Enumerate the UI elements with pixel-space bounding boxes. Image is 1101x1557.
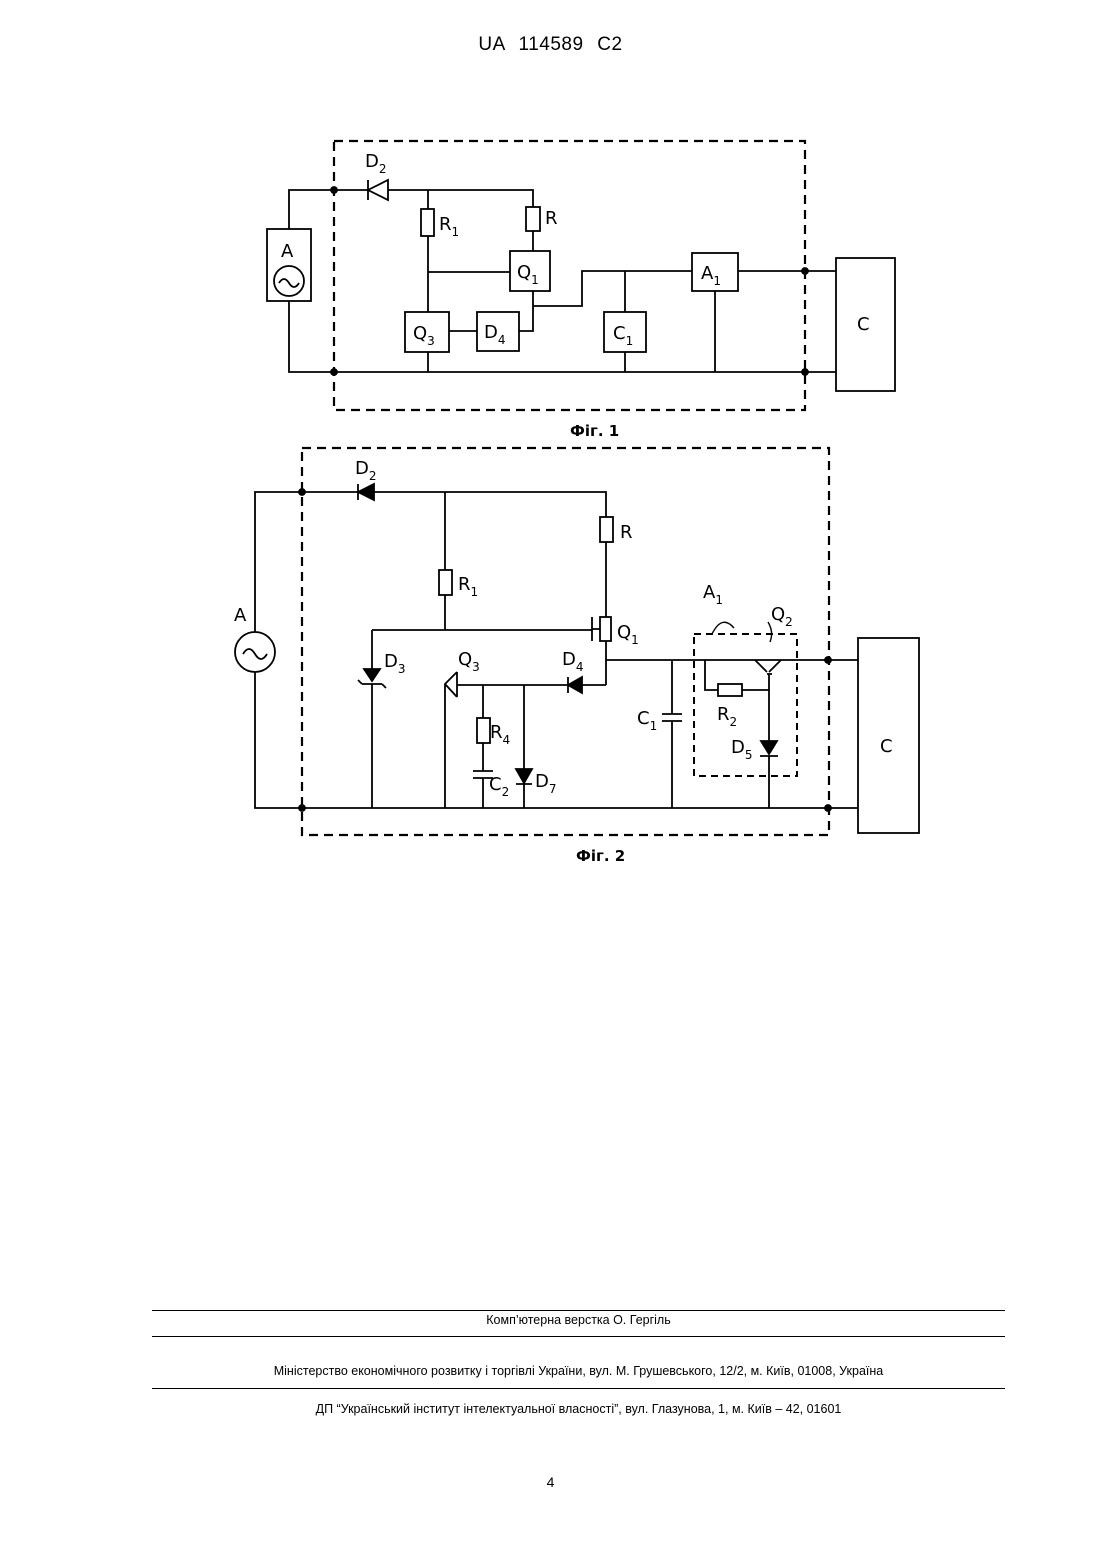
fig1-resistor-r bbox=[526, 207, 540, 231]
footer-layout-credit: Комп’ютерна верстка О. Гергіль bbox=[152, 1313, 1005, 1327]
fig2-label-r2: R2 bbox=[717, 704, 737, 729]
fig1-diode-d2 bbox=[368, 180, 388, 200]
footer-rule-middle bbox=[152, 1336, 1005, 1337]
fig1-label-d4: D4 bbox=[484, 322, 506, 347]
fig2-label-d4: D4 bbox=[562, 649, 584, 674]
fig2-label-c2: C2 bbox=[489, 774, 509, 799]
fig2-label-q2: Q2 bbox=[771, 604, 793, 629]
fig2-source-a bbox=[235, 632, 275, 672]
fig2-label-c1: C1 bbox=[637, 708, 657, 733]
fig2-resistor-r4 bbox=[477, 718, 490, 743]
footer-institute: ДП “Український інститут інтелектуальної… bbox=[152, 1402, 1005, 1416]
page-number: 4 bbox=[0, 1474, 1101, 1490]
fig2-transistor-q1 bbox=[600, 617, 611, 641]
fig1-source-a-circle bbox=[274, 266, 304, 296]
fig2-transistor-q3 bbox=[445, 672, 457, 808]
fig1-label-c1: C1 bbox=[613, 323, 633, 348]
fig2-zener-d5 bbox=[760, 741, 778, 756]
fig1-label-r1: R1 bbox=[439, 214, 459, 239]
fig2-capacitor-c1 bbox=[662, 714, 682, 721]
footer-ministry: Міністерство економічного розвитку і тор… bbox=[152, 1364, 1005, 1378]
fig2-label-r1: R1 bbox=[458, 574, 478, 599]
fig2-resistor-r2 bbox=[718, 684, 742, 696]
fig2-label-r4: R4 bbox=[490, 722, 510, 747]
fig2-resistor-r bbox=[600, 517, 613, 542]
fig2-label-a1: A1 bbox=[703, 582, 723, 607]
fig2-resistor-r1 bbox=[439, 570, 452, 595]
footer-rule-top bbox=[152, 1310, 1005, 1311]
fig1-label-q1: Q1 bbox=[517, 262, 539, 287]
figure-2-caption: Фіг. 2 bbox=[576, 847, 625, 865]
fig1-resistor-r1 bbox=[421, 209, 434, 236]
fig2-diode-d4 bbox=[568, 677, 582, 693]
figure-2-diagram bbox=[235, 448, 919, 835]
fig2-label-a: A bbox=[234, 605, 247, 626]
fig1-label-d2: D2 bbox=[365, 151, 387, 176]
figure-1-diagram bbox=[267, 141, 895, 410]
fig1-label-q3: Q3 bbox=[413, 323, 435, 348]
footer-rule-bottom bbox=[152, 1388, 1005, 1389]
fig2-transistor-q2 bbox=[755, 660, 781, 690]
fig2-label-d3: D3 bbox=[384, 651, 406, 676]
fig2-diode-d7 bbox=[516, 769, 532, 784]
fig1-label-a1: A1 bbox=[701, 263, 721, 288]
fig1-label-r: R bbox=[545, 208, 558, 229]
fig2-diode-d2 bbox=[358, 484, 374, 500]
fig2-label-q1: Q1 bbox=[617, 622, 639, 647]
fig1-label-a: A bbox=[281, 241, 294, 262]
fig1-device-boundary bbox=[334, 141, 805, 410]
fig1-label-c: C bbox=[857, 314, 870, 335]
fig2-label-q3: Q3 bbox=[458, 649, 480, 674]
fig2-label-c: C bbox=[880, 736, 893, 757]
fig2-label-d7: D7 bbox=[535, 771, 557, 796]
fig2-label-d5: D5 bbox=[731, 737, 753, 762]
fig2-label-d2: D2 bbox=[355, 458, 377, 483]
fig1-source-a bbox=[267, 229, 311, 301]
fig2-label-r: R bbox=[620, 522, 633, 543]
figure-1-caption: Фіг. 1 bbox=[570, 422, 619, 440]
fig1-labels: D2 R1 R Q1 A1 A Q3 D4 C1 C bbox=[281, 151, 870, 348]
fig2-labels: D2 R R1 A Q1 A1 Q2 D3 Q3 D4 R2 C1 D5 R4 … bbox=[234, 458, 893, 799]
